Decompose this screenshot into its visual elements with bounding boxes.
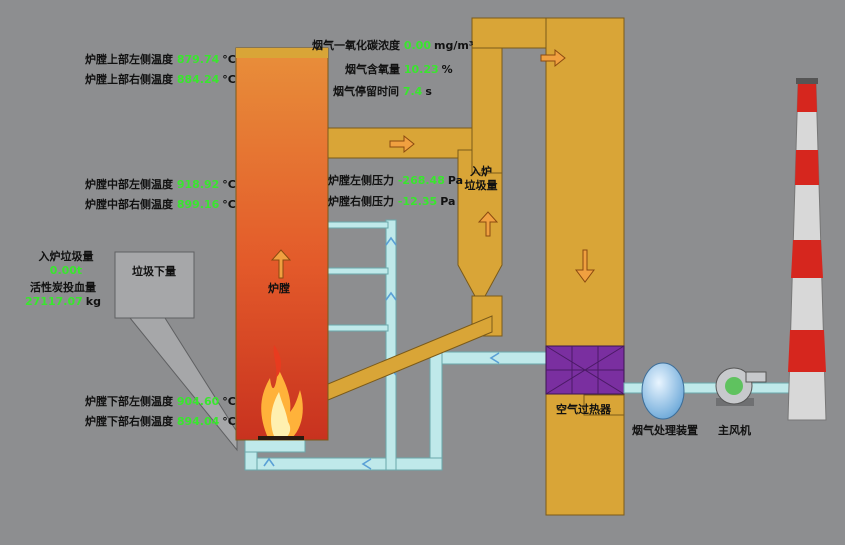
pressure-right-unit: Pa bbox=[440, 195, 456, 208]
low-right-temp: 炉膛下部右侧温度 894.04°C bbox=[85, 415, 236, 429]
flue-treatment-unit bbox=[641, 362, 685, 420]
furnace-label: 炉膛 bbox=[268, 282, 290, 295]
carbon-label: 活性炭投血量 bbox=[30, 281, 96, 294]
upper-right-temp-label: 炉膛上部右侧温度 bbox=[85, 73, 173, 86]
mid-right-temp-unit: °C bbox=[222, 198, 236, 211]
mid-right-temp: 炉膛中部右侧温度 899.16°C bbox=[85, 198, 236, 212]
upper-left-temp: 炉膛上部左侧温度 879.74°C bbox=[85, 53, 236, 67]
air-heater-pattern bbox=[545, 345, 625, 395]
feed-label-line2: 垃圾量 bbox=[464, 179, 498, 192]
carbon-unit: kg bbox=[85, 295, 101, 308]
residence-label: 烟气停留时间 bbox=[333, 85, 399, 98]
waste-in-value: 0.00t bbox=[49, 264, 83, 277]
air-heater-label: 空气过热器 bbox=[556, 403, 611, 416]
mid-left-temp-label: 炉膛中部左侧温度 bbox=[85, 178, 173, 191]
mid-left-temp: 炉膛中部左侧温度 918.92°C bbox=[85, 178, 236, 192]
pressure-right-value: -12.35 bbox=[397, 195, 438, 208]
upper-left-temp-value: 879.74 bbox=[176, 53, 220, 66]
low-right-temp-value: 894.04 bbox=[176, 415, 220, 428]
residence-unit: s bbox=[425, 85, 432, 98]
residence-value: 7.4 bbox=[402, 85, 423, 98]
o2-unit: % bbox=[441, 63, 453, 76]
furnace-body bbox=[235, 47, 329, 441]
low-right-temp-unit: °C bbox=[222, 415, 236, 428]
mid-left-temp-value: 918.92 bbox=[176, 178, 220, 191]
waste-chute bbox=[128, 317, 238, 452]
flame bbox=[258, 345, 304, 440]
pressure-right-label: 炉膛右侧压力 bbox=[328, 195, 394, 208]
flue-treatment-label: 烟气处理装置 bbox=[632, 424, 698, 437]
upper-right-temp-value: 884.24 bbox=[176, 73, 220, 86]
pressure-left-label: 炉膛左侧压力 bbox=[328, 174, 394, 187]
low-left-temp-label: 炉膛下部左侧温度 bbox=[85, 395, 173, 408]
o2-value: 10.23 bbox=[403, 63, 439, 76]
low-left-temp-unit: °C bbox=[222, 395, 236, 408]
o2-reading: 烟气含氧量 10.23% bbox=[345, 63, 453, 77]
furnace-cap bbox=[236, 48, 328, 58]
waste-drop-label: 垃圾下量 bbox=[132, 265, 176, 278]
upper-right-temp: 炉膛上部右侧温度 884.24°C bbox=[85, 73, 236, 87]
flow-arrows bbox=[270, 48, 595, 283]
mid-right-temp-label: 炉膛中部右侧温度 bbox=[85, 198, 173, 211]
feed-label: 入炉 垃圾量 bbox=[460, 165, 502, 193]
main-fan-label: 主风机 bbox=[718, 424, 751, 437]
waste-hopper bbox=[114, 251, 195, 319]
feed-label-line1: 入炉 bbox=[470, 165, 492, 178]
pressure-left-unit: Pa bbox=[447, 174, 464, 187]
co-unit: mg/m³ bbox=[433, 39, 474, 52]
co-value: 0.00 bbox=[403, 39, 431, 52]
co-label: 烟气一氧化碳浓度 bbox=[312, 39, 400, 52]
air-pipes bbox=[244, 219, 549, 471]
mid-left-temp-unit: °C bbox=[222, 178, 236, 191]
upper-left-temp-label: 炉膛上部左侧温度 bbox=[85, 53, 173, 66]
mid-right-temp-value: 899.16 bbox=[176, 198, 220, 211]
carbon-value: 27117.07 bbox=[25, 295, 83, 308]
main-fan bbox=[715, 367, 767, 406]
low-left-temp: 炉膛下部左侧温度 904.60°C bbox=[85, 395, 236, 409]
waste-in-reading: 入炉垃圾量 0.00t bbox=[30, 250, 102, 278]
chimney bbox=[787, 78, 827, 421]
low-right-temp-label: 炉膛下部右侧温度 bbox=[85, 415, 173, 428]
waste-in-label: 入炉垃圾量 bbox=[38, 250, 94, 263]
upper-right-temp-unit: °C bbox=[222, 73, 236, 86]
pressure-left-value: -268.48 bbox=[397, 174, 445, 187]
low-left-temp-value: 904.60 bbox=[176, 395, 220, 408]
o2-label: 烟气含氧量 bbox=[345, 63, 400, 76]
upper-left-temp-unit: °C bbox=[222, 53, 236, 66]
